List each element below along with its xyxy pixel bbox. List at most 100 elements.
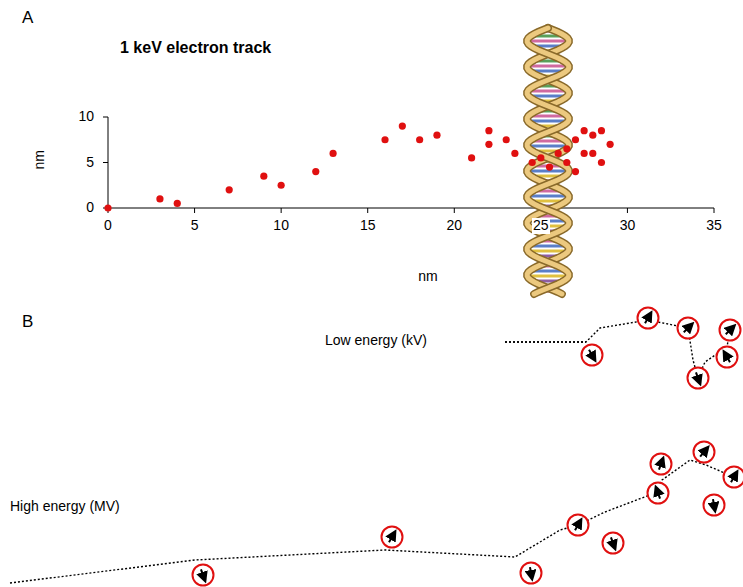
electron-arrow [700, 450, 706, 457]
dotted-track [10, 460, 734, 583]
ionisation-circle [521, 563, 542, 584]
tick-label: 20 [446, 218, 462, 233]
track-point [468, 154, 475, 161]
panel-letter: A [22, 9, 33, 28]
helix-strand-edge [527, 28, 569, 294]
track-point [433, 132, 440, 139]
x-tick [714, 208, 715, 213]
track-point [399, 123, 406, 130]
axis-title: nm [32, 150, 47, 169]
track-point [581, 127, 588, 134]
ionisation-circle [603, 533, 624, 554]
electron-arrow [645, 315, 650, 323]
ionisation-circle [678, 318, 699, 339]
y-tick [103, 117, 108, 118]
x-tick [281, 208, 282, 213]
tick-label: 25 [532, 218, 550, 233]
track-point [416, 136, 423, 143]
track-point [485, 127, 492, 134]
tick-label: 0 [104, 218, 112, 233]
track-point [607, 141, 614, 148]
track-point [589, 132, 596, 139]
track-point [278, 182, 285, 189]
track-point [581, 150, 588, 157]
y-tick [103, 162, 108, 163]
electron-arrow [611, 537, 614, 545]
ionisation-circle [694, 442, 715, 463]
ionisation-circle [717, 347, 738, 368]
track-label: High energy (MV) [10, 499, 120, 514]
track-label: Low energy (kV) [325, 333, 427, 348]
track-points [104, 123, 613, 212]
x-tick [627, 208, 628, 213]
track-point [226, 186, 233, 193]
track-point [589, 150, 596, 157]
electron-arrow [726, 328, 732, 334]
ionisation-circle [724, 467, 743, 488]
axis-ticks [103, 117, 714, 213]
tick-label: 10 [273, 218, 289, 233]
track-point [485, 141, 492, 148]
ionisation-circle [638, 308, 659, 329]
base-pair [527, 40, 569, 43]
x-axis [108, 208, 714, 209]
panel-letter: B [22, 313, 33, 332]
electron-arrow [389, 534, 394, 542]
track-point [381, 136, 388, 143]
track-point [529, 159, 536, 166]
track-point [555, 150, 562, 157]
tick-label: 35 [706, 218, 722, 233]
ionisation-circle [568, 515, 589, 536]
ionisation-circle [651, 454, 672, 475]
track-point [563, 145, 570, 152]
electron-arrow [731, 474, 736, 482]
dotted-track [505, 341, 586, 342]
helix-strand [527, 28, 569, 294]
track-point [563, 159, 570, 166]
helix-strand [527, 28, 569, 294]
track-point [156, 195, 163, 202]
track-point [312, 168, 319, 175]
track-point [104, 204, 111, 211]
x-tick [194, 208, 195, 213]
electron-arrow [575, 522, 580, 530]
electron-arrow [659, 461, 662, 469]
track-point [572, 136, 579, 143]
electron-arrow [530, 567, 532, 576]
electron-arrow [657, 490, 660, 498]
tick-label: 5 [86, 155, 94, 170]
ionisation-circle [382, 527, 403, 548]
track-point [572, 168, 579, 175]
track-point [503, 136, 510, 143]
ionisation-circle [582, 345, 603, 366]
ionisation-circle [688, 368, 709, 389]
track-point [329, 150, 336, 157]
chart-title: 1 keV electron track [120, 39, 271, 57]
ionisation-circle [720, 320, 741, 341]
chart-axes [108, 117, 714, 208]
track-point [598, 159, 605, 166]
electron-arrow [713, 499, 715, 508]
electron-arrow [726, 354, 731, 362]
track-point [546, 163, 553, 170]
helix-strand-edge [527, 28, 569, 294]
track-point [598, 127, 605, 134]
track-point [260, 173, 267, 180]
track-point [174, 200, 181, 207]
electron-tracks [10, 308, 743, 586]
electron-arrow [589, 350, 594, 358]
ionisation-circle [704, 495, 725, 516]
tick-label: 30 [620, 218, 636, 233]
track-point [511, 150, 518, 157]
x-tick [367, 208, 368, 213]
tick-label: 15 [360, 218, 376, 233]
tick-label: 5 [191, 218, 199, 233]
electron-arrow [684, 326, 690, 332]
ionisation-circle [193, 565, 214, 586]
electron-arrow [201, 569, 204, 577]
track-point [537, 154, 544, 161]
dna-helix [527, 28, 569, 294]
tick-label: 10 [78, 109, 94, 124]
ionisation-circle [648, 483, 669, 504]
axis-title: nm [418, 269, 437, 284]
